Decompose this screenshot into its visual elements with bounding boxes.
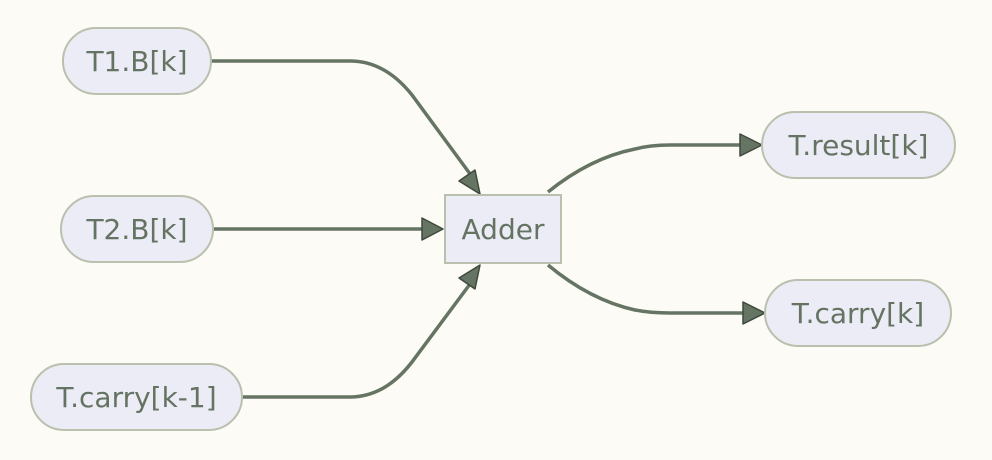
output-node-result: T.result[k] (761, 111, 956, 179)
input-node-t1: T1.B[k] (62, 27, 212, 95)
edge-adder-to-carryout (546, 263, 745, 315)
input-node-t2: T2.B[k] (60, 195, 214, 263)
output-node-carry-out: T.carry[k] (764, 279, 952, 347)
edge-adder-to-result (546, 143, 742, 194)
arrowhead-adder-to-result (739, 133, 763, 157)
arrowhead-t2-to-adder (421, 217, 444, 241)
adder-node: Adder (444, 194, 562, 264)
input-node-t2-label: T2.B[k] (86, 212, 188, 246)
arrowhead-carryin-to-adder (458, 264, 481, 290)
adder-node-label: Adder (461, 212, 545, 246)
edge-carryin-to-adder (243, 274, 478, 399)
output-node-carry-out-label: T.carry[k] (791, 296, 925, 330)
arrowhead-adder-to-carryout (742, 301, 766, 325)
output-node-result-label: T.result[k] (788, 128, 929, 162)
input-node-t1-label: T1.B[k] (86, 44, 188, 78)
edge-t1-to-adder (212, 59, 478, 184)
input-node-carry-in-label: T.carry[k-1] (56, 380, 217, 414)
arrowhead-t1-to-adder (458, 169, 481, 195)
input-node-carry-in: T.carry[k-1] (30, 363, 243, 431)
